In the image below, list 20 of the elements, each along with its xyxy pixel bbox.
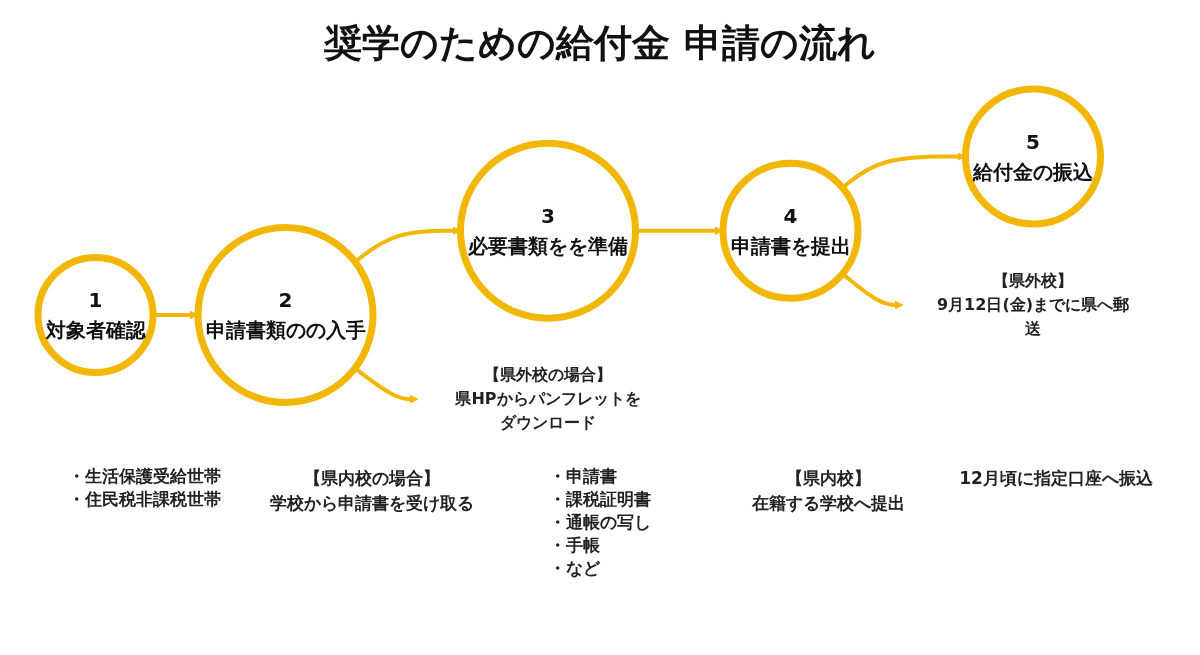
node-circle: 5 給付金の振込 <box>961 85 1104 228</box>
note-text: 学校から申請書を受け取る <box>269 492 475 515</box>
list-item: ・手帳 <box>549 534 601 557</box>
node-circle: 3 必要書類をを準備 <box>456 140 639 323</box>
list-item: ・課税証明書 <box>549 488 651 511</box>
list-item: ・申請書 <box>549 465 618 488</box>
title: 奨学のための給付金 申請の流れ <box>323 20 877 67</box>
note-text: 12月頃に指定口座へ振込 <box>958 467 1154 490</box>
node-text: 【県外校】 9月12日(金)までに県へ郵送 <box>936 271 1129 339</box>
node-circle: 4 申請書を提出 <box>719 160 861 303</box>
list-item: ・通帳の写し <box>549 511 651 534</box>
note-text: 【県内校】 <box>784 467 872 490</box>
note-text: 【県内校の場合】 <box>303 467 441 490</box>
list-item: ・生活保護受給世帯 <box>67 465 221 488</box>
list-item: ・など <box>549 557 601 580</box>
node-circle: 1 対象者確認 <box>34 254 156 377</box>
node-text: 【県外校の場合】 県HPからパンフレットをダウンロード <box>454 365 641 433</box>
list-item: ・住民税非課税世帯 <box>67 488 221 511</box>
node-circle: 2 申請書類のの入手 <box>194 224 376 407</box>
note-text: 在籍する学校へ提出 <box>750 492 906 515</box>
